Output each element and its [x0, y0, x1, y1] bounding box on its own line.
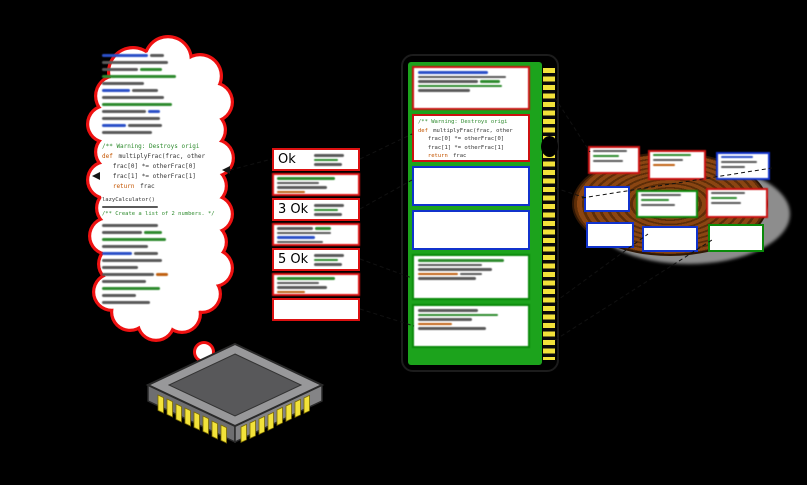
disk-block: [716, 152, 770, 180]
stack-row: [272, 173, 360, 196]
stack-row-empty: [272, 298, 360, 321]
stack-row-label: Ok: [278, 152, 296, 167]
stack-row: 3 Ok: [272, 198, 360, 221]
stack-row: 5 Ok: [272, 248, 360, 271]
ram-pins: [543, 68, 555, 360]
cpu-pins: [157, 394, 310, 444]
ram-block-empty: [412, 166, 530, 206]
bubble-code-top: [102, 54, 224, 138]
disk-block: [648, 150, 706, 180]
ram-block-empty: [412, 210, 530, 250]
ram-module: [401, 54, 559, 372]
stack-row: Ok: [272, 148, 360, 171]
stack-row-code-fragment: [314, 251, 358, 268]
stack-row-code-fragment: [314, 151, 358, 168]
thought-bubble: [86, 35, 235, 376]
bubble-code-mid: lazyCalculator()/** Create a list of 2 n…: [102, 197, 215, 217]
cpu-die: [167, 353, 303, 417]
ram-block: [412, 254, 530, 300]
stack-row-label: 5 Ok: [278, 252, 309, 267]
bubble-code-bottom: [102, 224, 224, 308]
cache-stack: Ok 3 Ok 5 Ok: [272, 148, 360, 321]
stack-row-code-fragment: [314, 201, 358, 218]
disk-block-empty: [642, 226, 698, 252]
ram-block: [412, 304, 530, 348]
disk-block-empty: [708, 224, 764, 252]
ram-block: [412, 66, 530, 110]
stack-row: [272, 223, 360, 246]
cpu-chip: [145, 342, 325, 444]
disk-block: [706, 188, 768, 218]
disk-block-empty: [584, 186, 630, 212]
disk-block: [588, 146, 640, 174]
stack-row-label: 3 Ok: [278, 202, 309, 217]
disk-block: [636, 190, 698, 218]
ram-key-notch: [541, 136, 558, 157]
disk-block-empty: [586, 222, 634, 248]
stack-row: [272, 273, 360, 296]
